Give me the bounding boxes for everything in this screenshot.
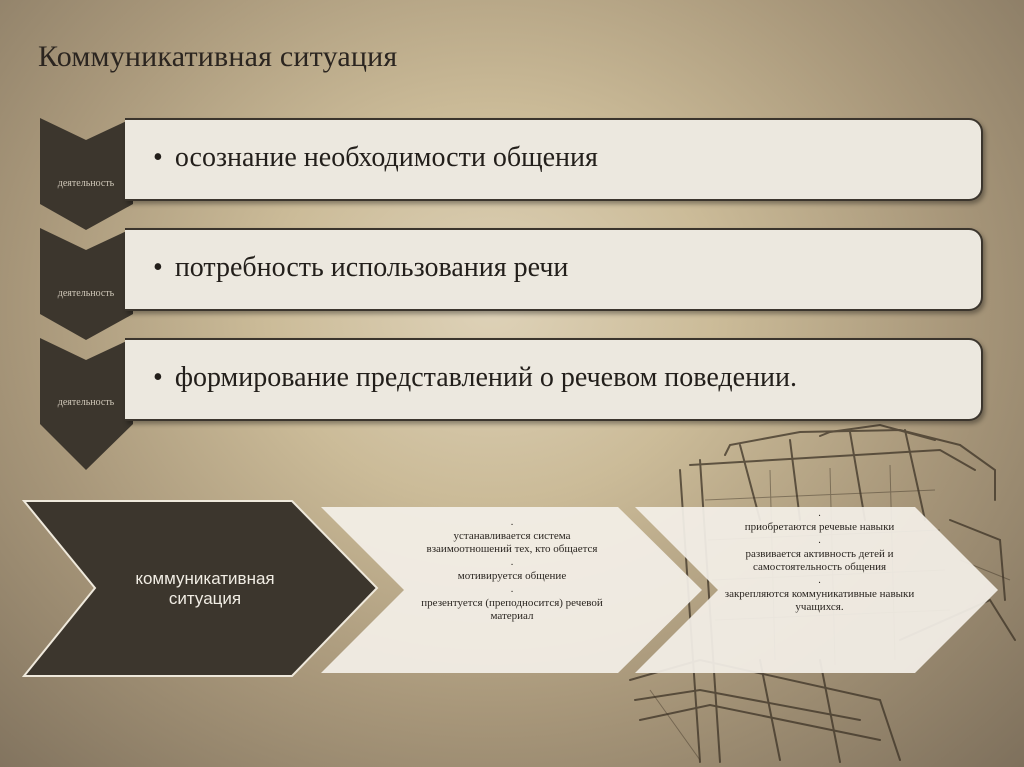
- list-item: ·развивается активность детей и самостоя…: [722, 538, 917, 574]
- row-1-box: • осознание необходимости общения: [125, 118, 983, 201]
- process-label-chevron: [21, 500, 379, 677]
- list-item: ·презентуется (преподносится) речевой ма…: [412, 587, 612, 623]
- process-step-2-list: ·приобретаются речевые навыки ·развивает…: [722, 511, 917, 620]
- process-label: коммуникативная ситуация: [135, 569, 275, 608]
- bullet: •: [153, 362, 163, 393]
- bullet: ·: [510, 587, 514, 598]
- list-item: ·закрепляются коммуникативные навыки уча…: [722, 578, 917, 614]
- row-1-chevron: [40, 118, 133, 230]
- bullet: ·: [817, 511, 822, 522]
- row-3-box: • формирование представлений о речевом по…: [125, 338, 983, 421]
- row-3-side-label: деятельность: [57, 397, 115, 408]
- row-2-box: • потребность использования речи: [125, 228, 983, 311]
- row-1-side-label: деятельность: [57, 178, 115, 189]
- row-2-chevron: [40, 228, 133, 340]
- row-3-chevron: [40, 338, 133, 470]
- bullet: ·: [817, 578, 822, 589]
- bullet: ·: [510, 560, 514, 571]
- bullet: ·: [510, 520, 514, 531]
- slide-title: Коммуникативная ситуация: [38, 40, 398, 73]
- bullet: •: [153, 252, 163, 283]
- list-item: ·устанавливается система взаимоотношений…: [412, 520, 612, 556]
- list-item: ·мотивируется общение: [412, 560, 612, 583]
- list-item: ·приобретаются речевые навыки: [722, 511, 917, 534]
- process-step-1-list: ·устанавливается система взаимоотношений…: [412, 520, 612, 629]
- process-step-2-arrow: [635, 507, 998, 673]
- row-3-text: формирование представлений о речевом пов…: [174, 362, 798, 393]
- row-2-side-label: деятельность: [57, 288, 115, 299]
- bullet: •: [153, 142, 163, 173]
- row-1-text: осознание необходимости общения: [174, 142, 598, 173]
- process-step-1-arrow: [321, 507, 702, 673]
- bullet: ·: [817, 538, 822, 549]
- row-2-text: потребность использования речи: [174, 252, 569, 283]
